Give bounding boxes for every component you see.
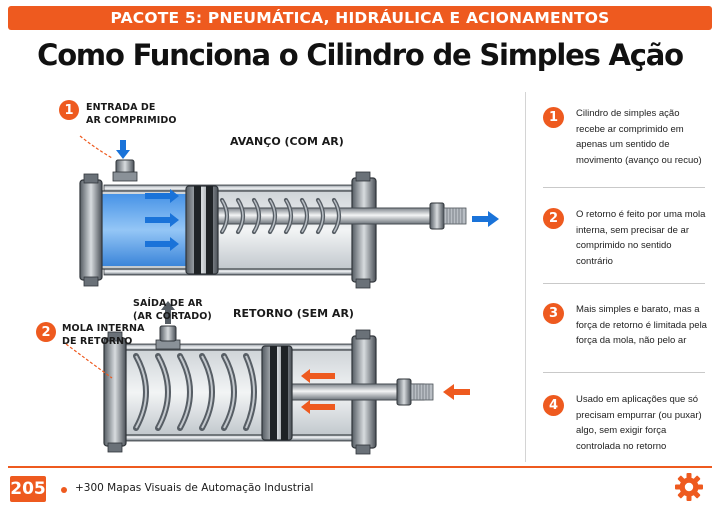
note-separator (543, 283, 705, 284)
front-cap (351, 177, 377, 283)
footer-bullet (61, 487, 67, 493)
cylinder-diagram (65, 135, 499, 455)
stage-label-advance: AVANÇO (COM AR) (230, 135, 344, 148)
note-marker-4: 4 (543, 395, 564, 416)
panel-divider (525, 92, 526, 462)
air-inlet-label: ENTRADA DE AR COMPRIMIDO (86, 102, 177, 126)
footer-divider (8, 466, 712, 468)
exhaust-arrow (161, 301, 175, 324)
air-flow-arrows (116, 140, 499, 251)
note-marker-2: 2 (543, 208, 564, 229)
header-banner: PACOTE 5: PNEUMÁTICA, HIDRÁULICA E ACION… (8, 6, 712, 30)
cylinder-advance (79, 135, 499, 289)
spring-label: MOLA INTERNA DE RETORNO (62, 323, 145, 347)
note-separator (543, 187, 705, 188)
rear-cap (79, 179, 103, 281)
rod-nut (429, 202, 445, 230)
callout-marker-2: 2 (36, 322, 56, 342)
note-marker-3: 3 (543, 303, 564, 324)
advance-direction-arrow (472, 211, 499, 227)
note-separator (543, 372, 705, 373)
note-text-3: Mais simples e barato, mas a força de re… (576, 304, 707, 346)
gear-icon (675, 473, 703, 501)
air-exhaust-port (159, 325, 177, 342)
compressed-air-chamber (100, 194, 188, 266)
return-arrows (301, 369, 470, 414)
footer-text: +300 Mapas Visuais de Automação Industri… (75, 482, 314, 494)
note-text-4: Usado em aplicações que só precisam empu… (576, 394, 702, 452)
callout-marker-1: 1 (59, 100, 79, 120)
page-number: 205 (10, 476, 46, 502)
note-text-2: O retorno é feito por uma mola interna, … (576, 209, 706, 267)
note-marker-1: 1 (543, 107, 564, 128)
stage-label-return: RETORNO (SEM AR) (233, 307, 354, 320)
banner-text: PACOTE 5: PNEUMÁTICA, HIDRÁULICA E ACION… (110, 9, 610, 27)
piston (185, 185, 219, 275)
air-exhaust-label: SAÍDA DE AR (AR CORTADO) (133, 298, 212, 322)
note-text-1: Cilindro de simples ação recebe ar compr… (576, 108, 702, 166)
return-direction-arrow (443, 384, 470, 400)
page-title: Como Funciona o Cilindro de Simples Ação (37, 38, 684, 72)
cylinder-return (65, 301, 470, 455)
